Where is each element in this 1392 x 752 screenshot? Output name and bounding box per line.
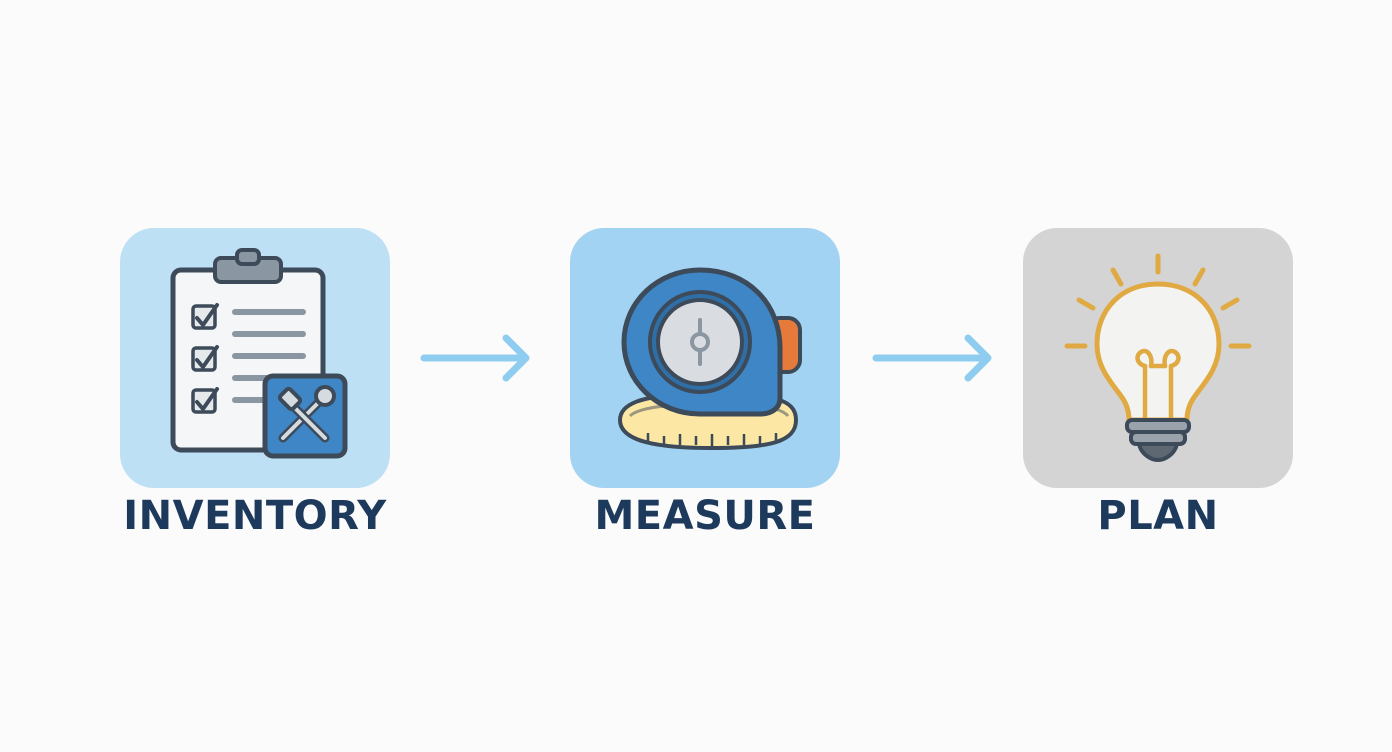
plan-tile	[1023, 228, 1293, 488]
inventory-tile	[120, 228, 390, 488]
clipboard-checklist-with-tools-icon	[170, 248, 348, 459]
step-label-inventory: INVENTORY	[123, 493, 387, 539]
measure-tile	[570, 228, 840, 488]
arrow-right-icon	[420, 328, 535, 388]
light-bulb-icon	[1064, 253, 1252, 463]
step-label-plan: PLAN	[1097, 493, 1219, 539]
arrow-right-icon	[872, 328, 997, 388]
step-label-measure: MEASURE	[594, 493, 816, 539]
tape-measure-icon	[617, 267, 802, 451]
